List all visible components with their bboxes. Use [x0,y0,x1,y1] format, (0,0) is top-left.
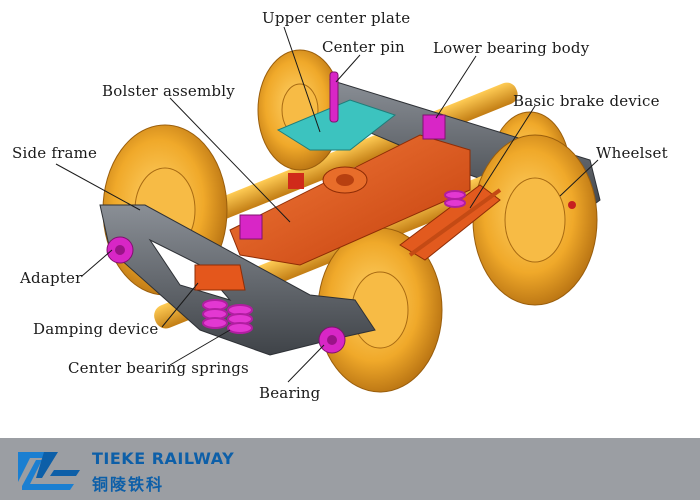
label-side-frame: Side frame [12,144,97,162]
label-lower-bearing-body: Lower bearing body [433,39,590,57]
label-wheelset: Wheelset [596,144,668,162]
company-logo-icon [18,452,80,490]
label-basic-brake-device: Basic brake device [513,92,660,110]
lower-bearing-body [239,114,446,240]
leader-lines [55,26,599,383]
bolster-assembly [229,134,471,266]
footer-brand-bar: TIEKE RAILWAY 铜陵铁科 [0,438,700,500]
center-pin [329,71,339,123]
adapter [106,236,134,264]
brand-name-chinese: 铜陵铁科 [92,475,165,494]
label-adapter: Adapter [19,269,83,287]
label-center-pin: Center pin [322,38,405,56]
bearing [318,326,346,354]
brand-name-english: TIEKE RAILWAY [92,449,235,468]
label-upper-center-plate: Upper center plate [262,9,410,27]
center-bearing-springs [202,190,466,334]
label-bolster-assembly: Bolster assembly [102,82,235,100]
damping-device [194,264,246,291]
label-center-bearing-springs: Center bearing springs [68,359,249,377]
label-bearing: Bearing [259,384,321,402]
label-damping-device: Damping device [33,320,158,338]
bogie-diagram: Upper center plate Center pin Lower bear… [12,9,668,402]
